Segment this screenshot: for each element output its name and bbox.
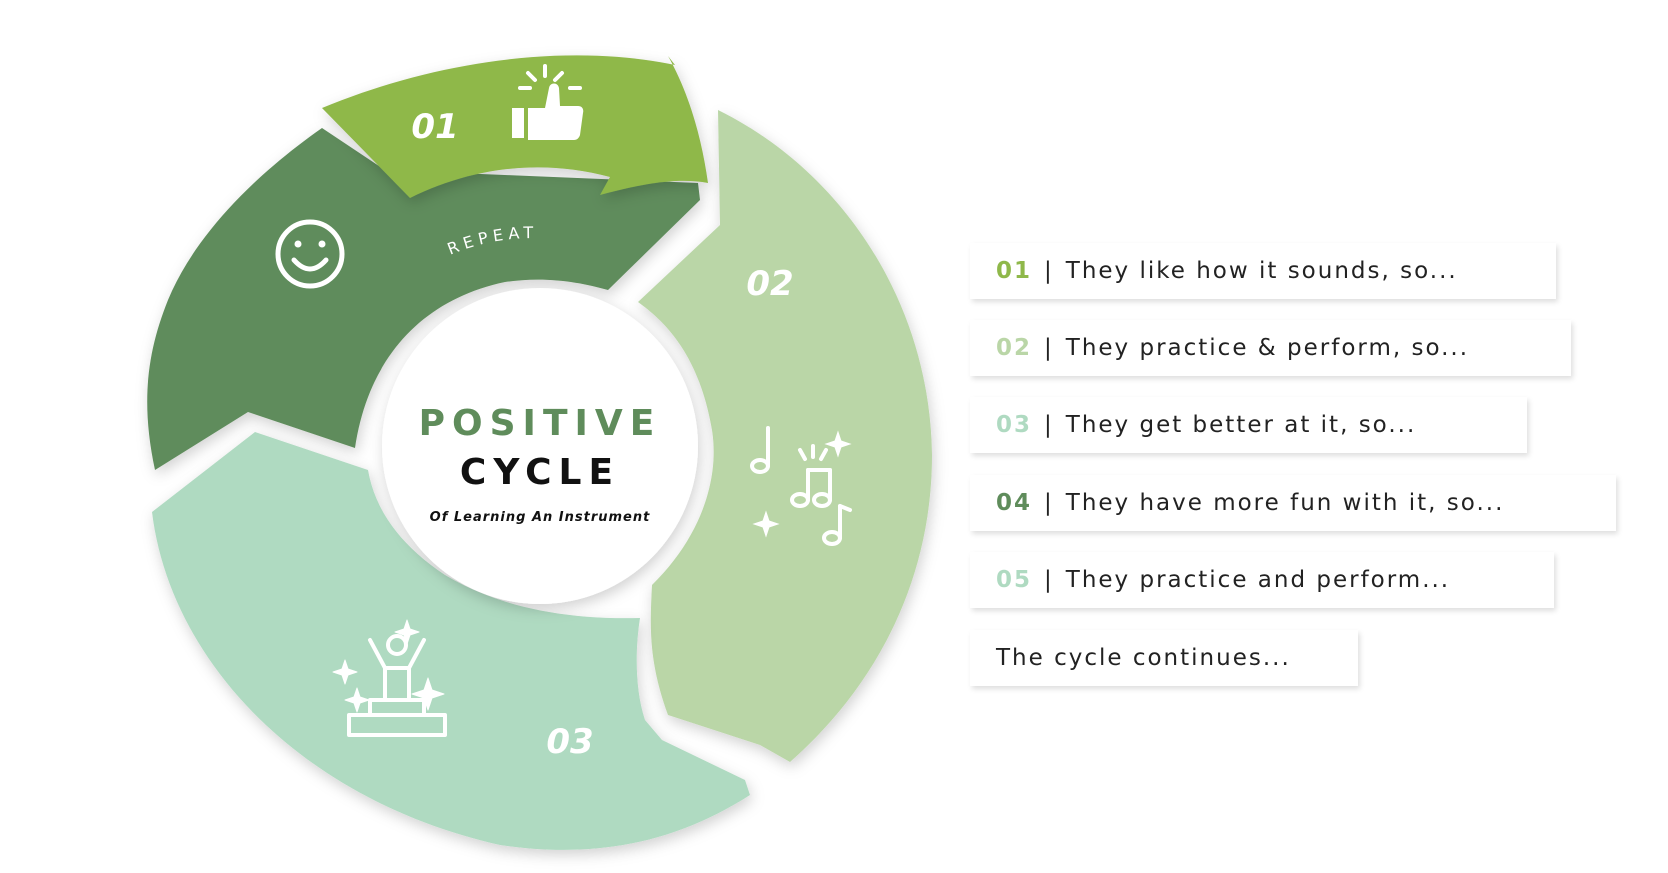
segment-number-3: 03 <box>546 722 593 762</box>
center-circle <box>382 288 698 604</box>
step-text: They practice and perform... <box>1065 567 1451 593</box>
step-separator: | <box>1044 335 1054 361</box>
step-separator: | <box>1044 490 1054 516</box>
center-title-line2: CYCLE <box>460 452 620 493</box>
celebration-podium-icon <box>332 619 447 737</box>
cycle-segment-3 <box>152 432 750 850</box>
step-card-5: 05 | They practice and perform... <box>970 552 1554 608</box>
step-text: They like how it sounds, so... <box>1065 258 1458 284</box>
segment-number-2: 02 <box>746 264 793 304</box>
smiley-face-icon <box>275 219 345 289</box>
step-card-1: 01 | They like how it sounds, so... <box>970 243 1556 299</box>
step-separator: | <box>1044 258 1054 284</box>
step-number: 01 <box>996 258 1033 284</box>
center-subtitle: Of Learning An Instrument <box>430 510 651 525</box>
cycle-segment-4 <box>147 128 701 470</box>
step-separator: | <box>1044 567 1054 593</box>
center-title-line1: POSITIVE <box>419 403 662 444</box>
step-text: They practice & perform, so... <box>1065 335 1470 361</box>
step-text: They get better at it, so... <box>1065 412 1417 438</box>
step-number: 05 <box>996 567 1033 593</box>
step-text: They have more fun with it, so... <box>1065 490 1505 516</box>
step-separator: | <box>1044 412 1054 438</box>
closing-card: The cycle continues... <box>970 630 1358 686</box>
step-card-4: 04 | They have more fun with it, so... <box>970 475 1616 531</box>
step-card-3: 03 | They get better at it, so... <box>970 397 1527 453</box>
cycle-segment-2 <box>638 110 932 762</box>
step-number: 03 <box>996 412 1033 438</box>
segment-number-1: 01 <box>411 107 458 147</box>
step-number: 04 <box>996 490 1033 516</box>
music-notes-icon <box>750 426 852 546</box>
step-card-2: 02 | They practice & perform, so... <box>970 320 1571 376</box>
closing-text: The cycle continues... <box>996 645 1291 671</box>
step-number: 02 <box>996 335 1033 361</box>
thumbs-up-icon <box>512 64 584 140</box>
